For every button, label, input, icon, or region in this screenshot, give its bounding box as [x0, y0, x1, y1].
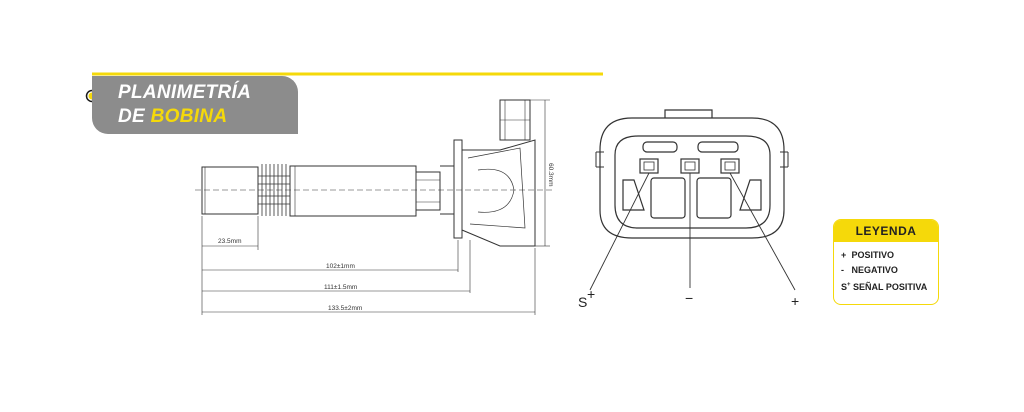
pin-label-signal-sup: +	[587, 286, 595, 302]
legend-label-negative: NEGATIVO	[851, 265, 898, 275]
connector-latch	[664, 109, 713, 118]
coil-head	[461, 139, 536, 247]
dim-label-23-5: 23.5mm	[218, 238, 241, 245]
legend-label-positive: POSITIVO	[851, 250, 895, 260]
coil-neck	[416, 171, 441, 211]
title-prefix: DE	[118, 106, 145, 127]
dim-label-133-5: 133.5±2mm	[328, 305, 362, 312]
coil-body	[289, 165, 417, 217]
coil-side-view	[195, 99, 552, 247]
pin-label-positive: +	[791, 293, 799, 309]
connector-outer	[599, 117, 785, 239]
connector-slot-left	[642, 141, 678, 153]
legend-symbol-negative: -	[841, 265, 844, 275]
pin-label-signal: S	[578, 294, 587, 310]
leader-right	[729, 172, 796, 291]
dim-label-height: 60.3mm	[547, 163, 554, 186]
leader-left	[589, 172, 650, 291]
coil-spring	[258, 164, 290, 216]
dimension-lines	[201, 99, 550, 315]
legend-card: LEYENDA + POSITIVO - NEGATIVO S+ SEÑAL P…	[833, 219, 939, 305]
dim-label-111: 111±1.5mm	[324, 284, 357, 291]
legend-item-positive: + POSITIVO	[841, 248, 938, 263]
connector-cavity-right	[696, 177, 732, 219]
legend-symbol-signal: S+	[841, 282, 851, 292]
legend-item-negative: - NEGATIVO	[841, 263, 938, 278]
connector-inner	[614, 135, 771, 229]
connector-front-view	[595, 109, 789, 239]
pin-terminal-right	[720, 158, 740, 174]
connector-cavity-left	[650, 177, 686, 219]
connector-key-right	[739, 179, 762, 211]
pin-terminal-middle	[680, 158, 700, 174]
pin-label-negative: −	[685, 290, 693, 306]
title-line-1: PLANIMETRÍA	[118, 82, 252, 103]
connector-key-left	[622, 179, 645, 211]
pin-terminal-left	[639, 158, 659, 174]
coil-tip	[201, 166, 259, 215]
legend-title: LEYENDA	[834, 220, 938, 242]
dim-label-102: 102±1mm	[326, 263, 355, 270]
title-box	[92, 76, 298, 134]
title-highlight: BOBINA	[150, 106, 228, 127]
coil-mount-plate	[453, 139, 463, 239]
legend-item-signal: S+ SEÑAL POSITIVA	[841, 278, 938, 293]
connector-slot-right	[697, 141, 739, 153]
legend-label-signal: SEÑAL POSITIVA	[853, 282, 928, 292]
pin-leader-lines	[589, 172, 796, 291]
coil-connector	[499, 99, 531, 141]
legend-symbol-positive: +	[841, 250, 847, 260]
title-line-2: DE BOBINA	[118, 106, 227, 128]
